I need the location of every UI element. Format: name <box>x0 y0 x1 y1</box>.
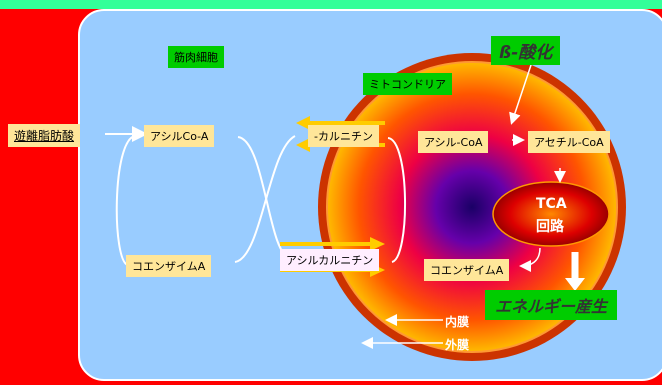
arrow-mito-left-loop <box>387 137 407 263</box>
acyl-coa-mitochondria-label: アシル-CoA <box>418 131 489 153</box>
beta-oxidation-label: ß-酸化 <box>491 36 561 65</box>
tca-cycle-label: 回路 <box>536 219 564 235</box>
inner-membrane-label: 内膜 <box>445 315 470 329</box>
acylcarnitine-label: アシルカルニチン <box>280 249 380 271</box>
acetyl-coa-label: アセチル-CoA <box>528 131 610 153</box>
mitochondria-label: ミトコンドリア <box>363 73 452 95</box>
arrow-tca-to-coa <box>519 247 541 272</box>
energy-production-label: エネルギー産生 <box>485 290 618 320</box>
arrow-carnitine-loop-1 <box>234 135 296 263</box>
coenzyme-a-mitochondria-label: コエンザイムA <box>424 259 510 281</box>
coenzyme-a-cytoplasm-label: コエンザイムA <box>126 255 212 277</box>
arrow-beta-oxidation <box>509 61 533 125</box>
arrow-cyto-left-loop <box>115 135 136 266</box>
arrow-carnitine-loop-2 <box>237 136 291 259</box>
tca-label: TCA <box>536 196 567 212</box>
tca-cycle-ellipse <box>492 181 610 247</box>
acyl-coa-cytoplasm-label: アシルCo-A <box>144 125 215 147</box>
top-bar <box>0 0 662 9</box>
carnitine-label: -カルニチン <box>308 125 379 147</box>
mitochondrion-inner-membrane <box>326 61 618 353</box>
muscle-cell-label: 筋肉細胞 <box>168 46 224 68</box>
arrow-tca-to-energy-head <box>565 278 585 291</box>
free-fatty-acid-label: 遊離脂肪酸 <box>8 124 81 147</box>
outer-membrane-label: 外膜 <box>445 338 470 352</box>
